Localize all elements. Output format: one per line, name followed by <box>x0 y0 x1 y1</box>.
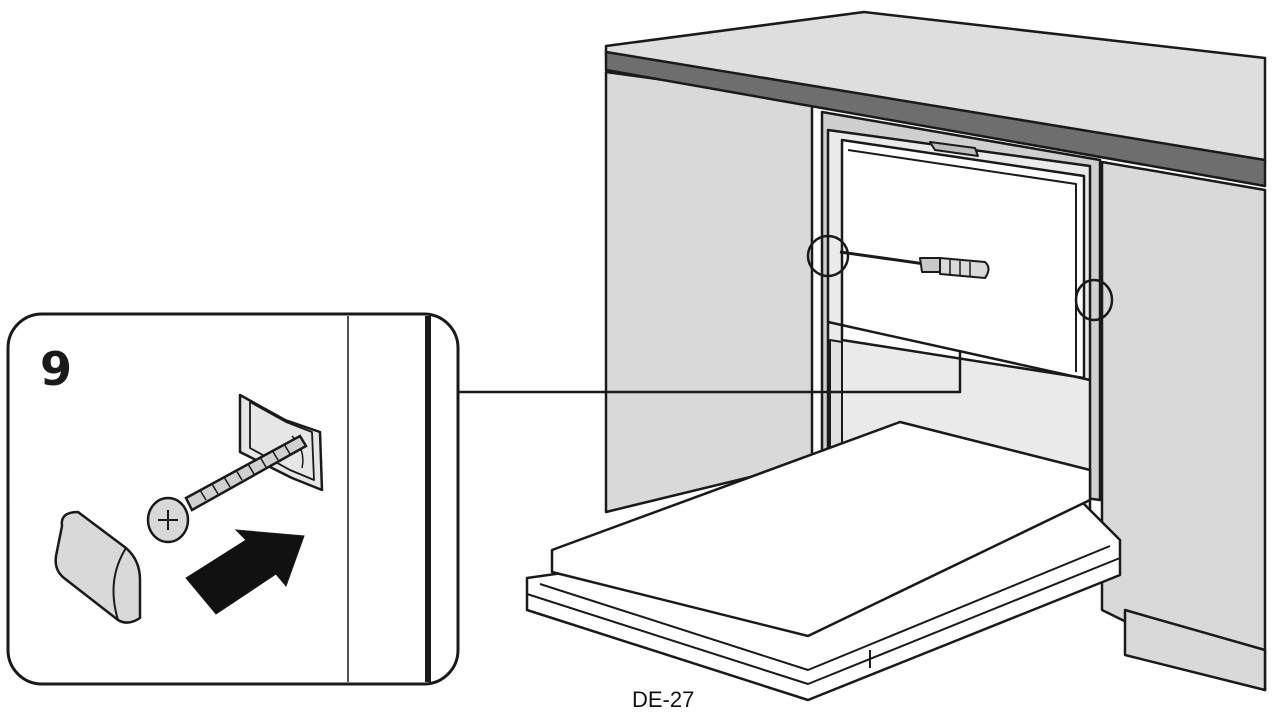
kitchen-scene <box>458 10 1267 702</box>
dishwasher-door <box>840 138 1086 380</box>
screw-icon <box>146 434 308 544</box>
detail-callout <box>6 312 460 686</box>
callout-frame <box>6 312 460 686</box>
plinth <box>1123 608 1267 692</box>
page-code: DE-27 <box>632 687 695 712</box>
callout-reference-line <box>827 320 1091 382</box>
insert-arrow-icon <box>185 529 305 615</box>
open-door-layer-2 <box>539 545 1111 671</box>
open-door-panel <box>550 420 1092 638</box>
door-rim <box>847 149 1077 372</box>
callout-pointer <box>458 352 962 394</box>
left-cabinet-panel <box>604 70 814 514</box>
door-latch <box>929 141 979 157</box>
screw-point-circle-left <box>806 234 850 278</box>
cover-cap-icon <box>54 510 142 624</box>
screwdriver-icon <box>839 250 990 279</box>
worktop-front-edge <box>604 50 1267 188</box>
step-number: 9 <box>40 342 73 396</box>
screw-point-circle-right <box>1074 278 1114 322</box>
open-door-layer-1 <box>526 557 1121 685</box>
inner-wall <box>829 339 843 456</box>
